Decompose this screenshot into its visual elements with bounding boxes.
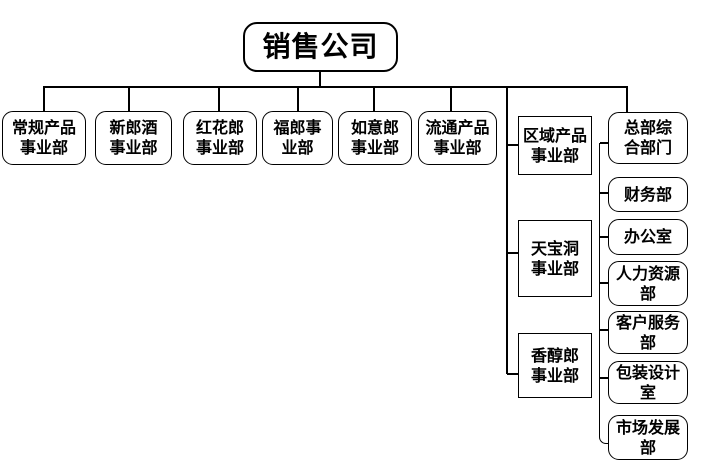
connector-right-spine bbox=[599, 143, 609, 444]
connector-tick-regional-products bbox=[507, 144, 518, 146]
node-xinlang-liquor-division: 新郎酒 事业部 bbox=[95, 111, 172, 165]
connector-tick-customer-service bbox=[600, 329, 608, 331]
connector-drop-regular-products bbox=[43, 86, 45, 111]
connector-main-horizontal bbox=[43, 86, 627, 88]
connector-drop-xinlang-liquor bbox=[128, 86, 130, 111]
connector-root-stem bbox=[319, 72, 321, 86]
node-human-resources-department: 人力资源 部 bbox=[608, 261, 688, 306]
node-circulation-products-division: 流通产品 事业部 bbox=[418, 111, 497, 165]
node-honghualang-division: 红花郎 事业部 bbox=[183, 111, 257, 165]
connector-tick-office bbox=[600, 236, 608, 238]
node-tianbaodong-division: 天宝洞 事业部 bbox=[518, 220, 592, 297]
connector-tick-tianbaodong bbox=[507, 252, 518, 254]
node-regular-products-division: 常规产品 事业部 bbox=[2, 111, 86, 165]
connector-drop-hq-general bbox=[626, 86, 628, 112]
connector-tick-xiangchunlang bbox=[507, 373, 518, 375]
connector-tick-hq-general bbox=[600, 142, 608, 144]
connector-tick-finance bbox=[600, 192, 608, 194]
node-sales-company: 销售公司 bbox=[243, 22, 398, 72]
node-finance-department: 财务部 bbox=[608, 177, 688, 212]
node-market-development-department: 市场发展 部 bbox=[608, 415, 688, 460]
node-customer-service-department: 客户服务 部 bbox=[608, 311, 688, 354]
node-ruyilang-division: 如意郎 事业部 bbox=[338, 111, 412, 165]
node-office: 办公室 bbox=[608, 219, 688, 255]
connector-tick-packaging-design bbox=[600, 377, 608, 379]
connector-drop-fulang bbox=[297, 86, 299, 111]
node-xiangchunlang-division: 香醇郎 事业部 bbox=[518, 333, 592, 398]
connector-drop-honghualang bbox=[218, 86, 220, 111]
node-packaging-design-room: 包装设计 室 bbox=[608, 361, 688, 404]
node-regional-products-division: 区域产品 事业部 bbox=[518, 116, 592, 175]
connector-drop-circulation-products bbox=[450, 86, 452, 111]
connector-drop-ruyilang bbox=[373, 86, 375, 111]
connector-left-spine bbox=[506, 86, 508, 374]
node-hq-general-department: 总部综 合部门 bbox=[608, 112, 688, 164]
node-fulang-division: 福郎事 业部 bbox=[262, 111, 333, 165]
connector-tick-human-resources bbox=[600, 282, 608, 284]
